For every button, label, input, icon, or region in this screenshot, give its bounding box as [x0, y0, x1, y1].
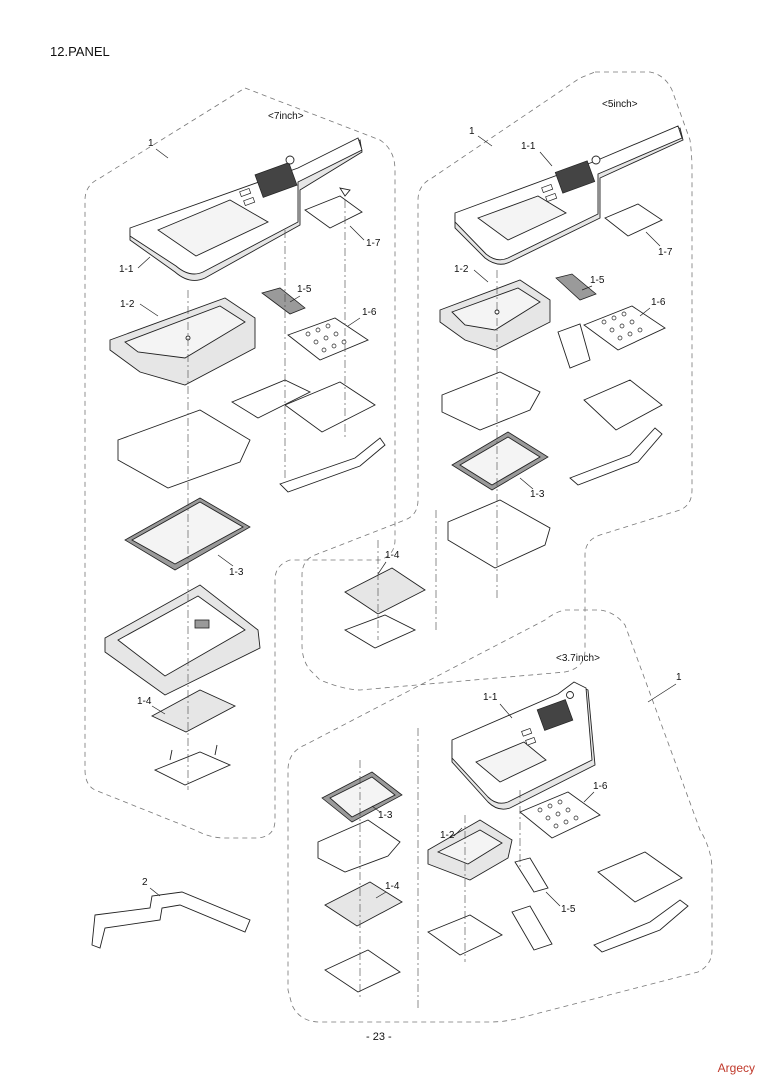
leader-line — [581, 285, 593, 291]
bracket-1-5-7inch — [261, 287, 306, 315]
callout-1-3: 1-3 — [378, 810, 393, 821]
callout-1-4: 1-4 — [137, 696, 152, 707]
leader-line — [377, 561, 387, 575]
callout-1-1: 1-1 — [119, 264, 134, 275]
bracket-plate-7inch — [153, 744, 232, 786]
leader-line — [499, 703, 513, 719]
leader-line — [347, 317, 361, 327]
leader-line — [151, 705, 166, 715]
callout-1-2: 1-2 — [440, 830, 455, 841]
leader-line — [375, 891, 387, 899]
leader-line — [139, 303, 159, 317]
keypad-base-3-7inch — [511, 905, 553, 951]
lcd-unit-3-7inch — [321, 771, 403, 823]
leader-line — [545, 891, 561, 907]
callout-2: 2 — [142, 877, 148, 888]
lcd-film-3-7inch — [317, 819, 401, 873]
bracket-plate-3-7inch — [324, 949, 401, 993]
group-7inch-label: <7inch> — [268, 111, 304, 122]
film-sheet-7inch — [279, 437, 386, 493]
group-5inch-outline — [301, 71, 693, 691]
callout-1-7: 1-7 — [658, 247, 673, 258]
page-number: - 23 - — [366, 1031, 392, 1043]
bracket-1-5-5inch — [555, 273, 597, 301]
callout-1-5: 1-5 — [297, 284, 312, 295]
circuit-board-7inch — [151, 689, 237, 733]
lcd-unit-5inch — [451, 431, 549, 491]
group-3-7inch-outline — [287, 609, 713, 1023]
film-sheet-3-7inch — [593, 899, 689, 953]
group-5inch-assembly-label: 1 — [469, 126, 475, 137]
panel-cover-5inch — [454, 125, 684, 265]
leader-line — [539, 151, 553, 167]
page-title: 12.PANEL — [50, 44, 110, 59]
ribbon-cable-5inch — [604, 203, 663, 237]
bracket-1-5-3-7inch — [514, 857, 549, 893]
flat-cable-2: 2 — [91, 877, 251, 949]
callout-1-2: 1-2 — [454, 264, 469, 275]
callout-1-5: 1-5 — [561, 904, 576, 915]
lcd-film-5inch — [441, 371, 541, 431]
lcd-unit-7inch — [124, 497, 251, 571]
lcd-film-7inch — [117, 409, 251, 489]
callout-1-5: 1-5 — [590, 275, 605, 286]
rubber-keypad-5inch — [583, 305, 666, 351]
group-3-7inch: <3.7inch> 1 1-1 1-6 — [287, 609, 713, 1023]
leader-line — [371, 805, 381, 813]
bracket-plate-5inch — [343, 614, 417, 649]
panel-cover-3-7inch — [451, 681, 596, 810]
group-3-7inch-assembly-label: 1 — [676, 672, 682, 683]
keypad-base-5inch — [557, 323, 591, 369]
leader-line — [155, 148, 169, 159]
leader-line — [647, 683, 677, 703]
panel-cover-7inch — [129, 137, 363, 281]
leader-line — [639, 307, 651, 317]
callout-1-1: 1-1 — [521, 141, 536, 152]
callout-1-6: 1-6 — [593, 781, 608, 792]
leader-line — [473, 269, 489, 283]
rubber-keypad-7inch — [287, 317, 369, 361]
brand-watermark: Argecy — [717, 1061, 755, 1075]
lcd-holder-7inch — [109, 297, 256, 386]
keypad-base-7inch — [231, 379, 312, 419]
leader-line — [217, 554, 234, 567]
keypad-frame-3-7inch — [597, 851, 683, 903]
callout-1-4: 1-4 — [385, 550, 400, 561]
leader-line — [289, 295, 301, 303]
leader-line — [519, 477, 534, 490]
base-chassis-5inch — [447, 499, 551, 569]
circuit-board-5inch — [344, 567, 426, 615]
leader-line — [453, 827, 463, 837]
group-7inch: <7inch> 1 1-1 1-7 1-2 1-5 — [84, 87, 396, 839]
lcd-holder-5inch — [439, 279, 551, 351]
rubber-keypad-3-7inch — [519, 791, 601, 839]
leader-line — [477, 135, 493, 147]
film-sheet-5inch — [569, 427, 663, 486]
group-7inch-assembly-label: 1 — [148, 138, 154, 149]
leader-line — [583, 791, 595, 803]
leader-line — [149, 887, 161, 897]
callout-1-3: 1-3 — [229, 567, 244, 578]
leader-line — [349, 225, 365, 241]
callout-1-2: 1-2 — [120, 299, 135, 310]
group-3-7inch-label: <3.7inch> — [556, 653, 600, 664]
ribbon-cable-7inch — [304, 187, 363, 229]
callout-1-3: 1-3 — [530, 489, 545, 500]
callout-1-4: 1-4 — [385, 881, 400, 892]
lcd-holder-3-7inch — [427, 819, 513, 881]
keypad-frame-7inch — [284, 381, 376, 433]
circuit-board-3-7inch — [324, 881, 403, 927]
group-5inch: <5inch> 1 1-1 1-7 1-2 1-5 — [301, 71, 693, 691]
leader-line — [645, 231, 661, 247]
callout-1-1: 1-1 — [483, 692, 498, 703]
base-chassis-7inch — [104, 584, 261, 696]
callout-1-6: 1-6 — [651, 297, 666, 308]
leader-line — [137, 256, 151, 269]
keypad-frame-5inch — [583, 379, 663, 431]
group-5inch-label: <5inch> — [602, 99, 638, 110]
group-7inch-outline — [84, 87, 396, 839]
callout-1-7: 1-7 — [366, 238, 381, 249]
callout-1-6: 1-6 — [362, 307, 377, 318]
